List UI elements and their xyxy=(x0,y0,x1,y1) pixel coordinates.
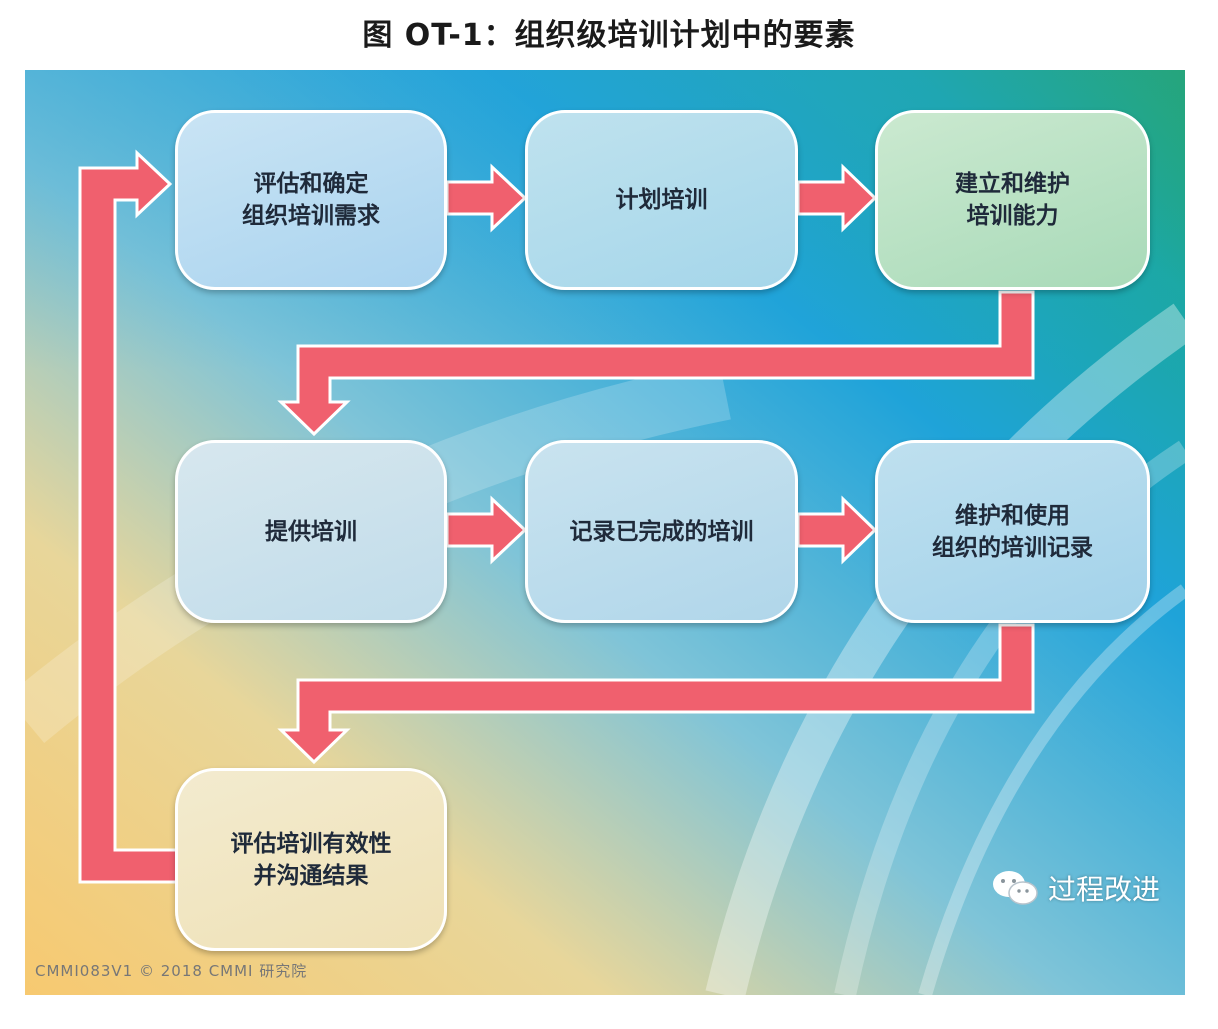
box-plan-training: 计划培训 xyxy=(525,110,798,290)
arrow-3-to-4 xyxy=(277,290,1035,437)
box-label: 评估培训有效性 并沟通结果 xyxy=(230,830,392,889)
box-label: 建立和维护 培训能力 xyxy=(955,171,1070,229)
arrow-5-to-6 xyxy=(796,495,878,565)
arrow-7-to-1 xyxy=(78,149,180,884)
copyright-text: CMMI083V1 © 2018 CMMI 研究院 xyxy=(35,962,308,980)
figure-title: 图 OT-1：组织级培训计划中的要素 xyxy=(362,18,856,53)
watermark: 过程改进 xyxy=(990,868,1160,908)
box-assess-needs: 评估和确定 组织培训需求 xyxy=(175,110,447,290)
arrow-4-to-5 xyxy=(445,495,528,565)
box-label: 计划培训 xyxy=(615,187,708,213)
watermark-text: 过程改进 xyxy=(1048,873,1161,906)
box-label: 提供培训 xyxy=(265,518,357,545)
diagram-panel: 评估和确定 组织培训需求 计划培训 建立和维护 培训能力 提供培训 记录已完成的… xyxy=(25,70,1185,995)
arrows-layer xyxy=(78,149,1035,884)
box-label: 记录已完成的培训 xyxy=(569,518,754,545)
wechat-icon xyxy=(993,871,1038,905)
arrow-2-to-3 xyxy=(796,163,878,233)
box-record-training: 记录已完成的培训 xyxy=(525,440,798,623)
box-label: 评估和确定 组织培训需求 xyxy=(242,171,380,229)
arrow-1-to-2 xyxy=(445,163,528,233)
box-deliver-training: 提供培训 xyxy=(175,440,447,623)
box-build-capability: 建立和维护 培训能力 xyxy=(875,110,1150,290)
box-maintain-records: 维护和使用 组织的培训记录 xyxy=(875,440,1150,623)
arrow-6-to-7 xyxy=(277,623,1035,765)
box-assess-effectiveness: 评估培训有效性 并沟通结果 xyxy=(175,768,447,951)
box-label: 维护和使用 组织的培训记录 xyxy=(932,502,1093,561)
